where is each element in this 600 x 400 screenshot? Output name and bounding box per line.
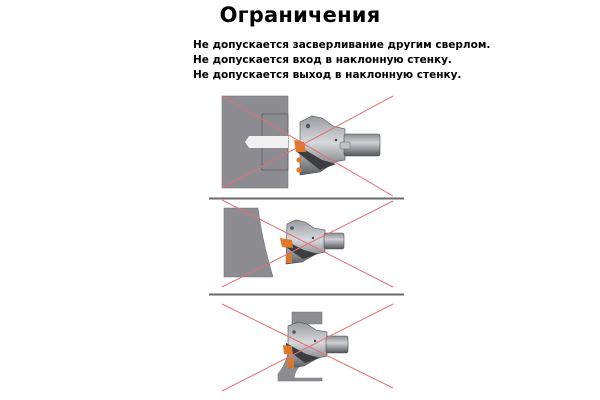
predrilled-hole xyxy=(245,136,288,148)
rules-list: Не допускается засверливание другим свер… xyxy=(193,38,490,83)
rule-no-entry-inclined: Не допускается вход в наклонную стенку. xyxy=(193,54,452,66)
drill-tool-icon xyxy=(294,115,381,176)
rule-no-exit-inclined: Не допускается выход в наклонную стенку. xyxy=(193,69,462,81)
cross-out-mark xyxy=(221,95,394,197)
panel-entry-inclined-wall xyxy=(221,199,394,288)
cross-out-mark xyxy=(221,199,394,288)
page-title: Ограничения xyxy=(219,3,381,27)
panel-exit-inclined-wall xyxy=(221,303,394,392)
rule-no-predrilled: Не допускается засверливание другим свер… xyxy=(193,39,491,51)
panel-predrilled-hole xyxy=(221,95,394,197)
cross-out-mark xyxy=(221,303,394,392)
inclined-wall-workpiece xyxy=(223,207,274,278)
drill-tool-icon xyxy=(283,321,349,369)
